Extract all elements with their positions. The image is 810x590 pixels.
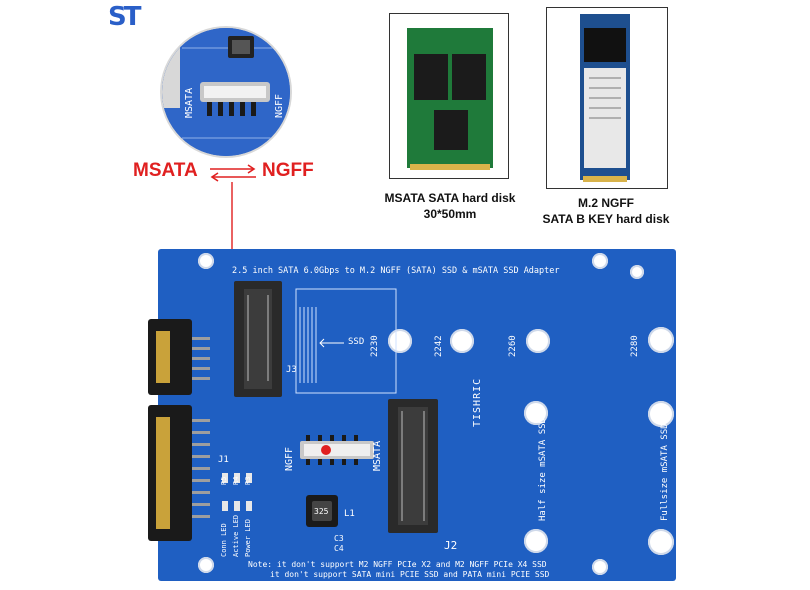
inductor-marking: 325 xyxy=(314,507,329,516)
m2-caption-line1: M.2 NGFF xyxy=(578,196,634,210)
zoom-label-ngff: NGFF xyxy=(274,93,285,118)
msata-card-image xyxy=(407,28,493,170)
label-j2: J2 xyxy=(444,539,458,552)
board-title: 2.5 inch SATA 6.0Gbps to M.2 NGFF (SATA)… xyxy=(232,266,560,276)
cap-c4: C4 xyxy=(334,544,344,553)
m2-card-image xyxy=(580,14,630,182)
m2-disk-photo xyxy=(546,7,668,189)
msata-slot xyxy=(388,399,438,533)
msata-caption-line2: 30*50mm xyxy=(423,207,477,221)
brand-label: TISHRIC xyxy=(472,377,483,427)
m2-caption: M.2 NGFF SATA B KEY hard disk xyxy=(536,195,676,227)
msata-caption-line1: MSATA SATA hard disk xyxy=(384,191,516,205)
standoff-2280 xyxy=(648,327,674,353)
msata-caption: MSATA SATA hard disk 30*50mm xyxy=(380,190,520,222)
size-label-2260: 2260 xyxy=(508,335,518,357)
size-label-2230: 2230 xyxy=(370,335,380,357)
zoom-label-msata: MSATA xyxy=(184,87,195,118)
led-label-active: Active LED xyxy=(232,514,240,557)
swap-arrows-icon xyxy=(210,164,256,182)
half-size-label: Half size mSATA SSD xyxy=(538,418,548,521)
standoff-half-msata xyxy=(524,401,548,425)
standoff-2230 xyxy=(388,329,412,353)
led-label-conn: Conn LED xyxy=(220,523,228,557)
mount-hole xyxy=(592,253,608,269)
resistor-r5: R5 xyxy=(220,476,228,485)
led-label-power: Power LED xyxy=(244,519,252,557)
msata-disk-photo xyxy=(389,13,509,179)
mount-hole xyxy=(630,265,644,279)
m2-caption-line2: SATA B KEY hard disk xyxy=(542,212,670,226)
adapter-board: 2.5 inch SATA 6.0Gbps to M.2 NGFF (SATA)… xyxy=(148,249,676,581)
size-label-2242: 2242 xyxy=(434,335,444,357)
mount-hole xyxy=(198,253,214,269)
label-ssd: SSD xyxy=(348,337,365,347)
label-j3: J3 xyxy=(286,365,297,375)
switch-zoom-view: MSATA NGFF xyxy=(162,28,290,156)
brand-logo: ST xyxy=(108,2,142,32)
mount-hole xyxy=(592,559,608,575)
mount-hole xyxy=(198,557,214,573)
standoff-full-msata-bottom xyxy=(648,529,674,555)
sata-connector xyxy=(148,319,210,541)
mode-switch xyxy=(300,435,374,465)
swap-label-msata: MSATA xyxy=(133,160,198,181)
zoom-illustration xyxy=(162,28,290,156)
standoff-2260 xyxy=(526,329,550,353)
swap-label-ngff: NGFF xyxy=(262,160,314,181)
note-line-1: Note: it don't support M2 NGFF PCIe X2 a… xyxy=(248,560,547,569)
note-line-2: it don't support SATA mini PCIE SSD and … xyxy=(270,570,550,579)
cap-c3: C3 xyxy=(334,534,344,543)
switch-label-ngff: NGFF xyxy=(284,446,295,471)
full-size-label: Fullsize mSATA SSD xyxy=(660,423,670,521)
standoff-full-msata-top xyxy=(648,401,674,427)
label-l1: L1 xyxy=(344,509,355,519)
standoff-2242 xyxy=(450,329,474,353)
ssd-outline xyxy=(295,288,397,394)
standoff-half-msata-bottom xyxy=(524,529,548,553)
switch-label-msata: MSATA xyxy=(372,440,383,471)
led-block xyxy=(222,473,252,511)
resistor-r4: R4 xyxy=(232,476,240,485)
ngff-slot xyxy=(234,281,282,397)
size-label-2280: 2280 xyxy=(630,335,640,357)
inductor-l1 xyxy=(306,495,338,527)
label-j1: J1 xyxy=(218,455,229,465)
resistor-r3: R3 xyxy=(244,476,252,485)
